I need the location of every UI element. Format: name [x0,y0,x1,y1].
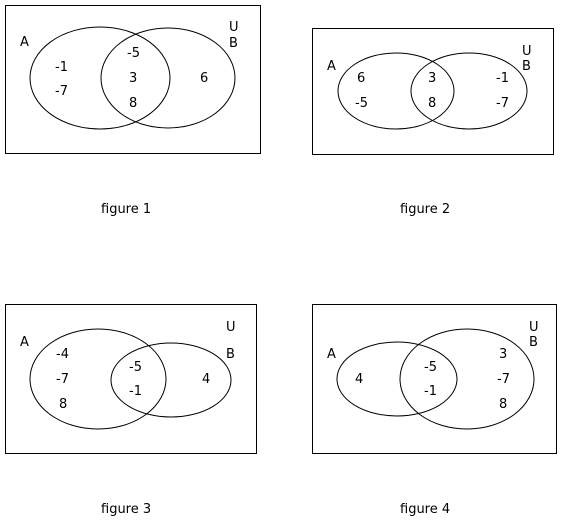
set-a-circle [337,52,455,130]
only-a-element: 6 [357,71,365,86]
set-a-circle [29,26,171,130]
only-b-element: 8 [499,397,507,412]
set-a-label: A [20,335,29,350]
figure-3: U A B -4 -7 8 -5 -1 4 figure 3 [5,304,257,517]
only-a-element: -4 [56,347,69,362]
only-b-element: -1 [496,71,509,86]
intersection-element: 8 [129,96,137,111]
intersection-element: -5 [424,360,437,375]
figure-2: U A B 6 -5 3 8 -1 -7 figure 2 [312,28,554,217]
universe-box [312,28,554,155]
set-b-label: B [226,347,235,362]
set-b-circle [110,342,232,418]
universe-box [312,304,557,454]
universe-box [5,5,261,154]
only-b-element: -7 [496,96,509,111]
set-b-circle [399,328,535,430]
set-b-circle [100,27,236,129]
figure-caption: figure 4 [400,502,450,517]
figure-1: U A B -1 -7 -5 3 8 6 figure 1 [5,5,261,217]
set-a-label: A [327,347,336,362]
universe-box [5,304,257,454]
only-a-element: -1 [55,60,68,75]
intersection-element: 3 [129,71,137,86]
set-a-label: A [327,59,336,74]
only-b-element: 4 [202,372,210,387]
only-a-element: -7 [55,84,68,99]
intersection-element: 8 [428,96,436,111]
set-a-circle [29,328,167,430]
universe-label: U [529,320,539,335]
figure-4: U A B 4 -5 -1 3 -7 8 figure 4 [312,304,557,517]
set-b-label: B [529,335,538,350]
set-b-label: B [522,59,531,74]
only-a-element: -5 [355,96,368,111]
only-a-element: -7 [56,372,69,387]
intersection-element: -5 [127,46,140,61]
intersection-element: -1 [129,384,142,399]
universe-label: U [522,44,532,59]
intersection-element: 3 [428,71,436,86]
set-a-circle [336,341,458,417]
only-b-element: 6 [200,71,208,86]
universe-label: U [226,320,236,335]
set-b-circle [410,52,528,130]
only-b-element: -7 [497,372,510,387]
figure-caption: figure 3 [101,502,151,517]
only-b-element: 3 [499,347,507,362]
figure-caption: figure 2 [400,202,450,217]
set-a-label: A [20,35,29,50]
only-a-element: 8 [59,397,67,412]
intersection-element: -5 [129,360,142,375]
intersection-element: -1 [424,384,437,399]
only-a-element: 4 [355,372,363,387]
universe-label: U [229,20,239,35]
figure-caption: figure 1 [101,202,151,217]
set-b-label: B [229,36,238,51]
